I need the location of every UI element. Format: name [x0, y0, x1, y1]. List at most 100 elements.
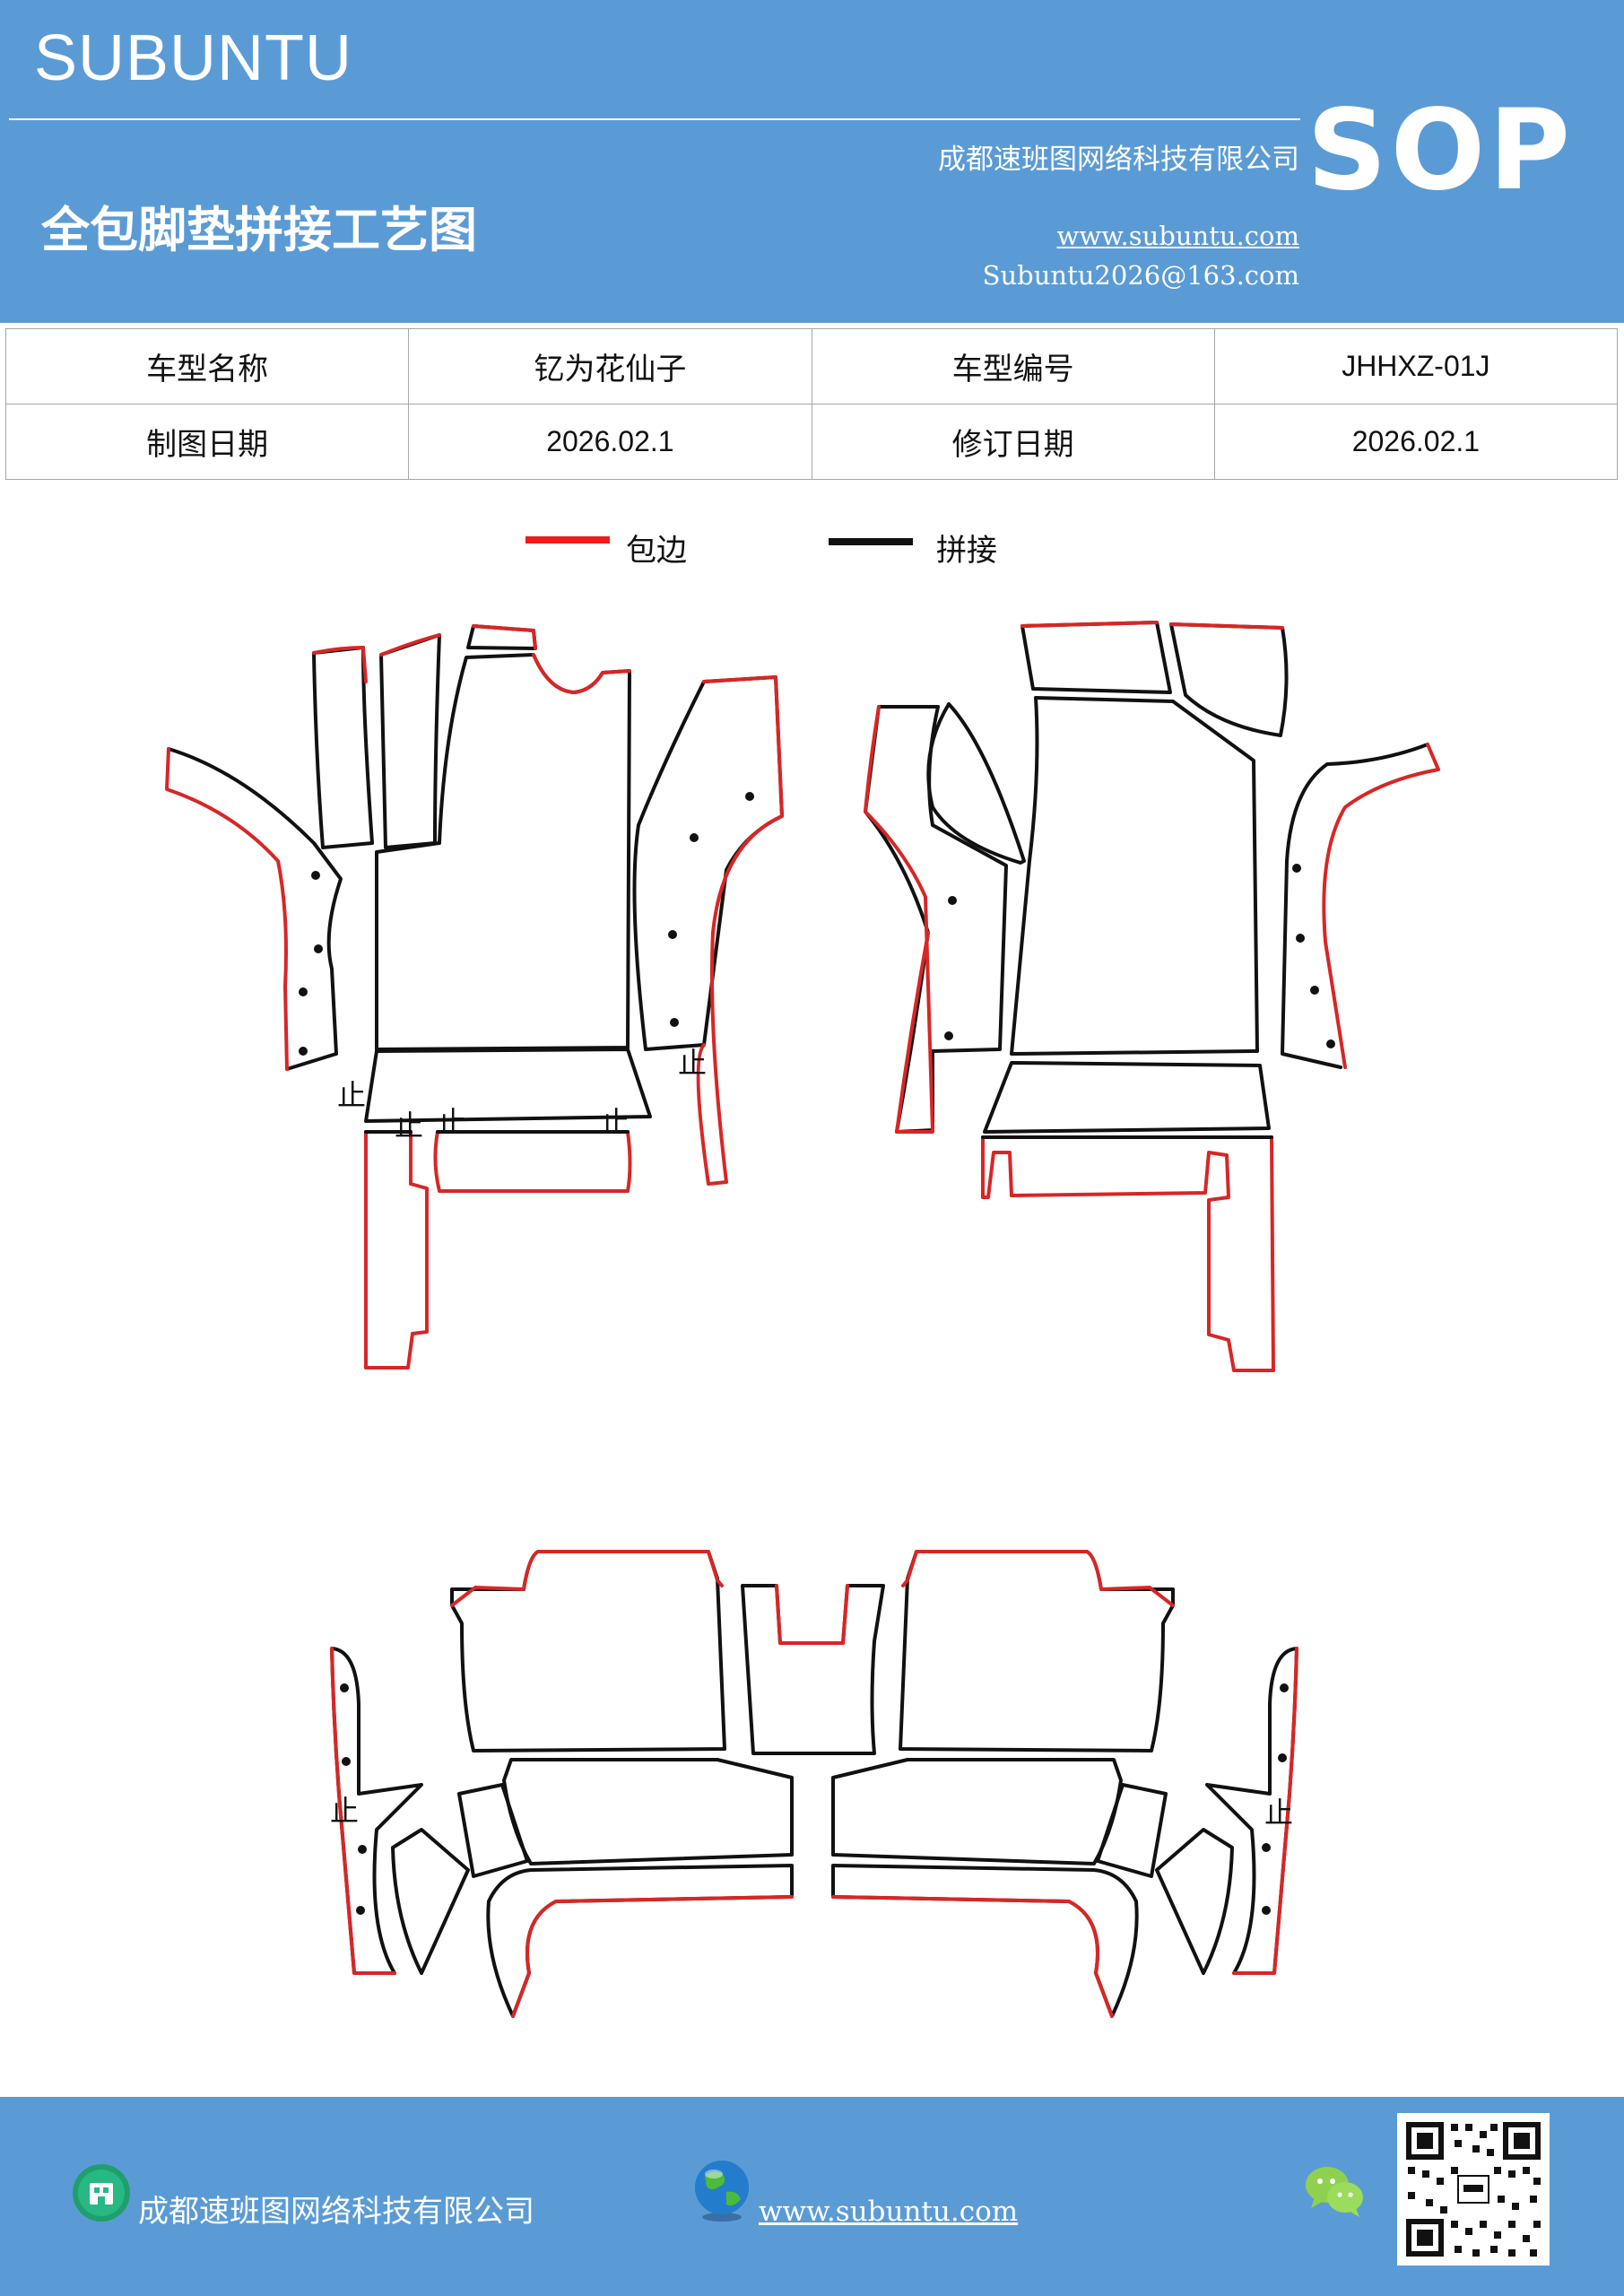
legend-seam-swatch [829, 538, 913, 545]
piece-outline [1155, 1828, 1234, 1975]
page-footer: 成都速班图网络科技有限公司 www.subuntu.com [0, 2097, 1624, 2296]
brand-name: SUBUNTU [34, 22, 353, 94]
piece-outline [486, 1864, 794, 2018]
piece-edge [433, 1130, 632, 1193]
piece-edge [775, 1584, 849, 1645]
piece-outline [632, 675, 784, 1051]
legend-edge-label: 包边 [626, 533, 687, 569]
mount-dot [1278, 1753, 1287, 1762]
wechat-icon[interactable] [1304, 2163, 1365, 2217]
piece-edge [450, 1550, 724, 1607]
mount-dot [690, 833, 699, 842]
header-divider [9, 118, 1300, 120]
page-header: SUBUNTU 成都速班图网络科技有限公司 全包脚垫拼接工艺图 www.subu… [0, 0, 1624, 323]
vehicle-info-table: 车型名称 钇为花仙子 车型编号 JHHXZ-01J 制图日期 2026.02.1… [4, 328, 1619, 480]
piece-outline [831, 1758, 1123, 1866]
piece-edge [364, 1130, 429, 1370]
mount-dot [1326, 1039, 1335, 1048]
mount-dot [948, 896, 957, 905]
value-model-code: JHHXZ-01J [1213, 328, 1619, 404]
piece-outline [831, 1864, 1139, 2018]
piece-outline [864, 705, 1008, 1134]
footer-company: 成都速班图网络科技有限公司 [138, 2194, 534, 2230]
mount-dot [670, 1018, 679, 1027]
piece-outline [167, 747, 343, 1071]
piece-outline [926, 702, 1026, 865]
piece-outline [375, 653, 631, 1051]
piece-outline [391, 1828, 470, 1975]
piece-edge [472, 624, 537, 650]
table-row: 车型名称 钇为花仙子 车型编号 JHHXZ-01J [4, 328, 1619, 404]
stop-marks: 止 止 止 止 止 止 止 [330, 1046, 1293, 1830]
building-icon [73, 2164, 130, 2222]
stop-mark: 止 [601, 1105, 630, 1139]
piece-outline [1020, 621, 1172, 694]
piece-outline [899, 1550, 1175, 1752]
mount-dot [314, 944, 323, 953]
piece-outline [457, 1783, 529, 1878]
piece-edge [981, 1135, 1275, 1372]
label-revision-date: 修订日期 [811, 404, 1215, 480]
piece-outline [983, 1061, 1271, 1134]
mount-dot [356, 1906, 365, 1915]
header-company: 成都速班图网络科技有限公司 [938, 144, 1299, 176]
label-model-code: 车型编号 [811, 328, 1215, 404]
piece-edge [165, 747, 289, 1071]
piece-edge [864, 705, 934, 1134]
rear-mat-group [330, 1550, 1298, 2018]
piece-edge [1169, 622, 1284, 630]
footer-website-link[interactable]: www.subuntu.com [759, 2196, 1019, 2228]
stop-mark: 止 [678, 1046, 707, 1080]
page-title: 全包脚垫拼接工艺图 [41, 201, 477, 258]
mount-dots [299, 792, 1335, 1915]
label-draw-date: 制图日期 [4, 404, 410, 480]
mount-dot [299, 1047, 308, 1056]
piece-outline [379, 633, 441, 849]
stop-mark: 止 [1264, 1796, 1293, 1830]
mount-dot [342, 1757, 351, 1766]
mount-dot [1262, 1906, 1271, 1915]
label-model-name: 车型名称 [4, 328, 410, 404]
piece-outline [1281, 743, 1429, 1069]
mount-dot [944, 1031, 953, 1040]
mount-dot [311, 871, 320, 880]
mount-dot [299, 987, 308, 996]
stop-mark: 止 [337, 1078, 366, 1112]
mount-dot [358, 1845, 367, 1854]
header-email: Subuntu2026@163.com [982, 260, 1299, 291]
floor-mat-diagram: 止 止 止 止 止 止 止 [165, 621, 1440, 2018]
piece-outline [450, 1550, 726, 1752]
mount-dot [1296, 934, 1305, 943]
legend-edge-swatch [525, 536, 610, 544]
piece-edge [511, 1895, 794, 2018]
piece-outline [1169, 622, 1289, 737]
front-right-mat-group [864, 621, 1440, 1372]
mount-dot [745, 792, 754, 801]
piece-edge [1322, 743, 1440, 1069]
stop-mark: 止 [438, 1105, 466, 1139]
piece-outline [502, 1758, 794, 1866]
mount-dot [340, 1683, 349, 1692]
mount-dot [1262, 1843, 1271, 1852]
front-left-mat-group [165, 624, 784, 1370]
piece-edge [1232, 1647, 1298, 1975]
piece-edge [901, 1550, 1175, 1607]
value-draw-date: 2026.02.1 [408, 404, 812, 480]
value-model-name: 钇为花仙子 [408, 328, 812, 404]
piece-outline [1096, 1783, 1168, 1878]
qr-code [1397, 2113, 1550, 2266]
piece-outline [741, 1584, 885, 1755]
mount-dot [1292, 864, 1301, 873]
header-website-link[interactable]: www.subuntu.com [1056, 221, 1299, 251]
piece-edge [696, 675, 784, 1186]
globe-icon [695, 2161, 749, 2222]
mount-dot [668, 930, 677, 939]
value-revision-date: 2026.02.1 [1213, 404, 1619, 480]
mount-dot [1280, 1683, 1289, 1692]
piece-edge [1020, 621, 1159, 628]
stop-mark: 止 [330, 1794, 359, 1828]
piece-edge [532, 653, 631, 694]
stop-mark: 止 [395, 1109, 423, 1143]
piece-edge [379, 633, 441, 657]
piece-edge [312, 646, 368, 683]
